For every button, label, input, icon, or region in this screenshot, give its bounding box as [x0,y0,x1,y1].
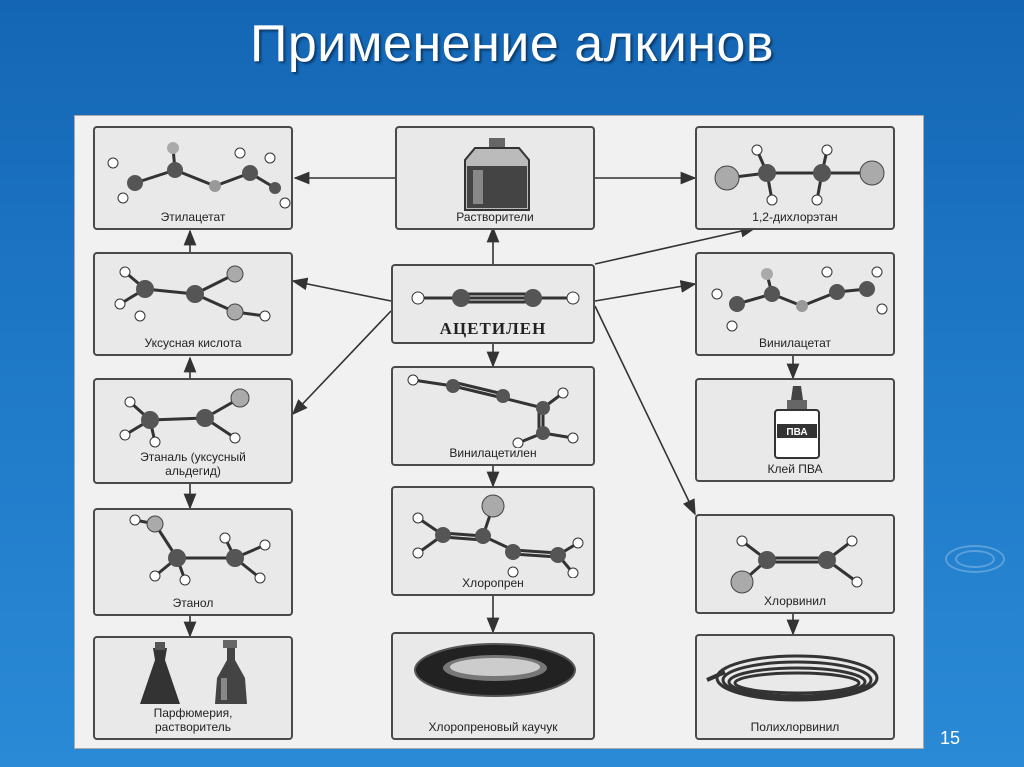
dichloroethane-label: 1,2-дихлорэтан [752,210,838,224]
acetylene-molecule [411,289,580,307]
arrow-acetylene-chlorovinyl [594,305,696,516]
node-vinylacetylene: Винилацетилен [391,366,595,466]
glue-bottle-icon: ПВА [774,386,820,459]
perfume-bottles-icon [140,640,247,704]
ethanal-molecule [119,388,250,448]
ethanol-molecule [129,514,271,586]
pva-bottle-label: ПВА [786,427,807,438]
acetic-acid-label: Уксусная кислота [144,336,242,350]
pva-glue-label: Клей ПВА [767,462,823,476]
chloroprene-molecule [412,494,584,578]
hose-coil-icon [706,654,879,702]
connector-arrows [183,171,800,638]
node-perfumery: Парфюмерия, растворитель [93,636,293,740]
arrow-acetylene-ethanal [291,310,392,416]
arrow-acetylene-dichloroethane [594,224,757,265]
chlorovinyl-molecule [730,535,863,594]
arrow-acetylene-aceticacid [291,277,392,302]
node-polyvinyl-chloride: Полихлорвинил [695,634,895,740]
chloroprene-rubber-label: Хлоропреновый каучук [428,720,558,734]
slide-title: Применение алкинов [249,15,775,73]
perfumery-label: Парфюмерия, растворитель [153,706,233,734]
node-ethyl-acetate: Этилацетат [93,126,293,230]
polyvinyl-chloride-label: Полихлорвинил [750,720,840,734]
node-chlorovinyl: Хлорвинил [695,514,895,614]
decorative-ripple [945,545,1005,573]
chlorovinyl-label: Хлорвинил [764,594,826,608]
dichloroethane-molecule [714,144,885,206]
node-vinyl-acetate: Винилацетат [695,252,895,356]
tire-icon [414,643,576,697]
page-number: 15 [940,728,961,748]
vinyl-acetate-molecule [711,266,888,332]
ethyl-acetate-molecule [107,142,291,209]
solvents-label: Растворители [456,210,534,224]
acetic-acid-molecule [114,265,271,322]
ethanol-label: Этанол [172,596,214,610]
acetylene-label: АЦЕТИЛЕН [439,319,547,338]
node-chloroprene: Хлоропрен [391,486,595,596]
vinylacetylene-molecule [407,374,579,448]
node-ethanal: Этаналь (уксусный альдегид) [93,378,293,484]
diagram-panel: Этилацетат Растворители 1,2-дихлорэтан У… [74,115,924,749]
solvent-bottle-icon [464,138,530,211]
ethyl-acetate-label: Этилацетат [160,210,226,224]
vinyl-acetate-label: Винилацетат [759,336,831,350]
arrow-acetylene-vinylacetate [594,280,697,302]
node-solvents: Растворители [395,126,595,230]
chloroprene-label: Хлоропрен [462,576,524,590]
vinylacetylene-label: Винилацетилен [449,446,537,460]
ethanal-label: Этаналь (уксусный альдегид) [140,450,246,478]
decorative-ripple [955,550,995,568]
node-pva-glue: ПВА Клей ПВА [695,378,895,482]
node-acetic-acid: Уксусная кислота [93,252,293,356]
node-acetylene: АЦЕТИЛЕН [391,264,595,344]
node-chloroprene-rubber: Хлоропреновый каучук [391,632,595,740]
node-ethanol: Этанол [93,508,293,616]
node-dichloroethane: 1,2-дихлорэтан [695,126,895,230]
